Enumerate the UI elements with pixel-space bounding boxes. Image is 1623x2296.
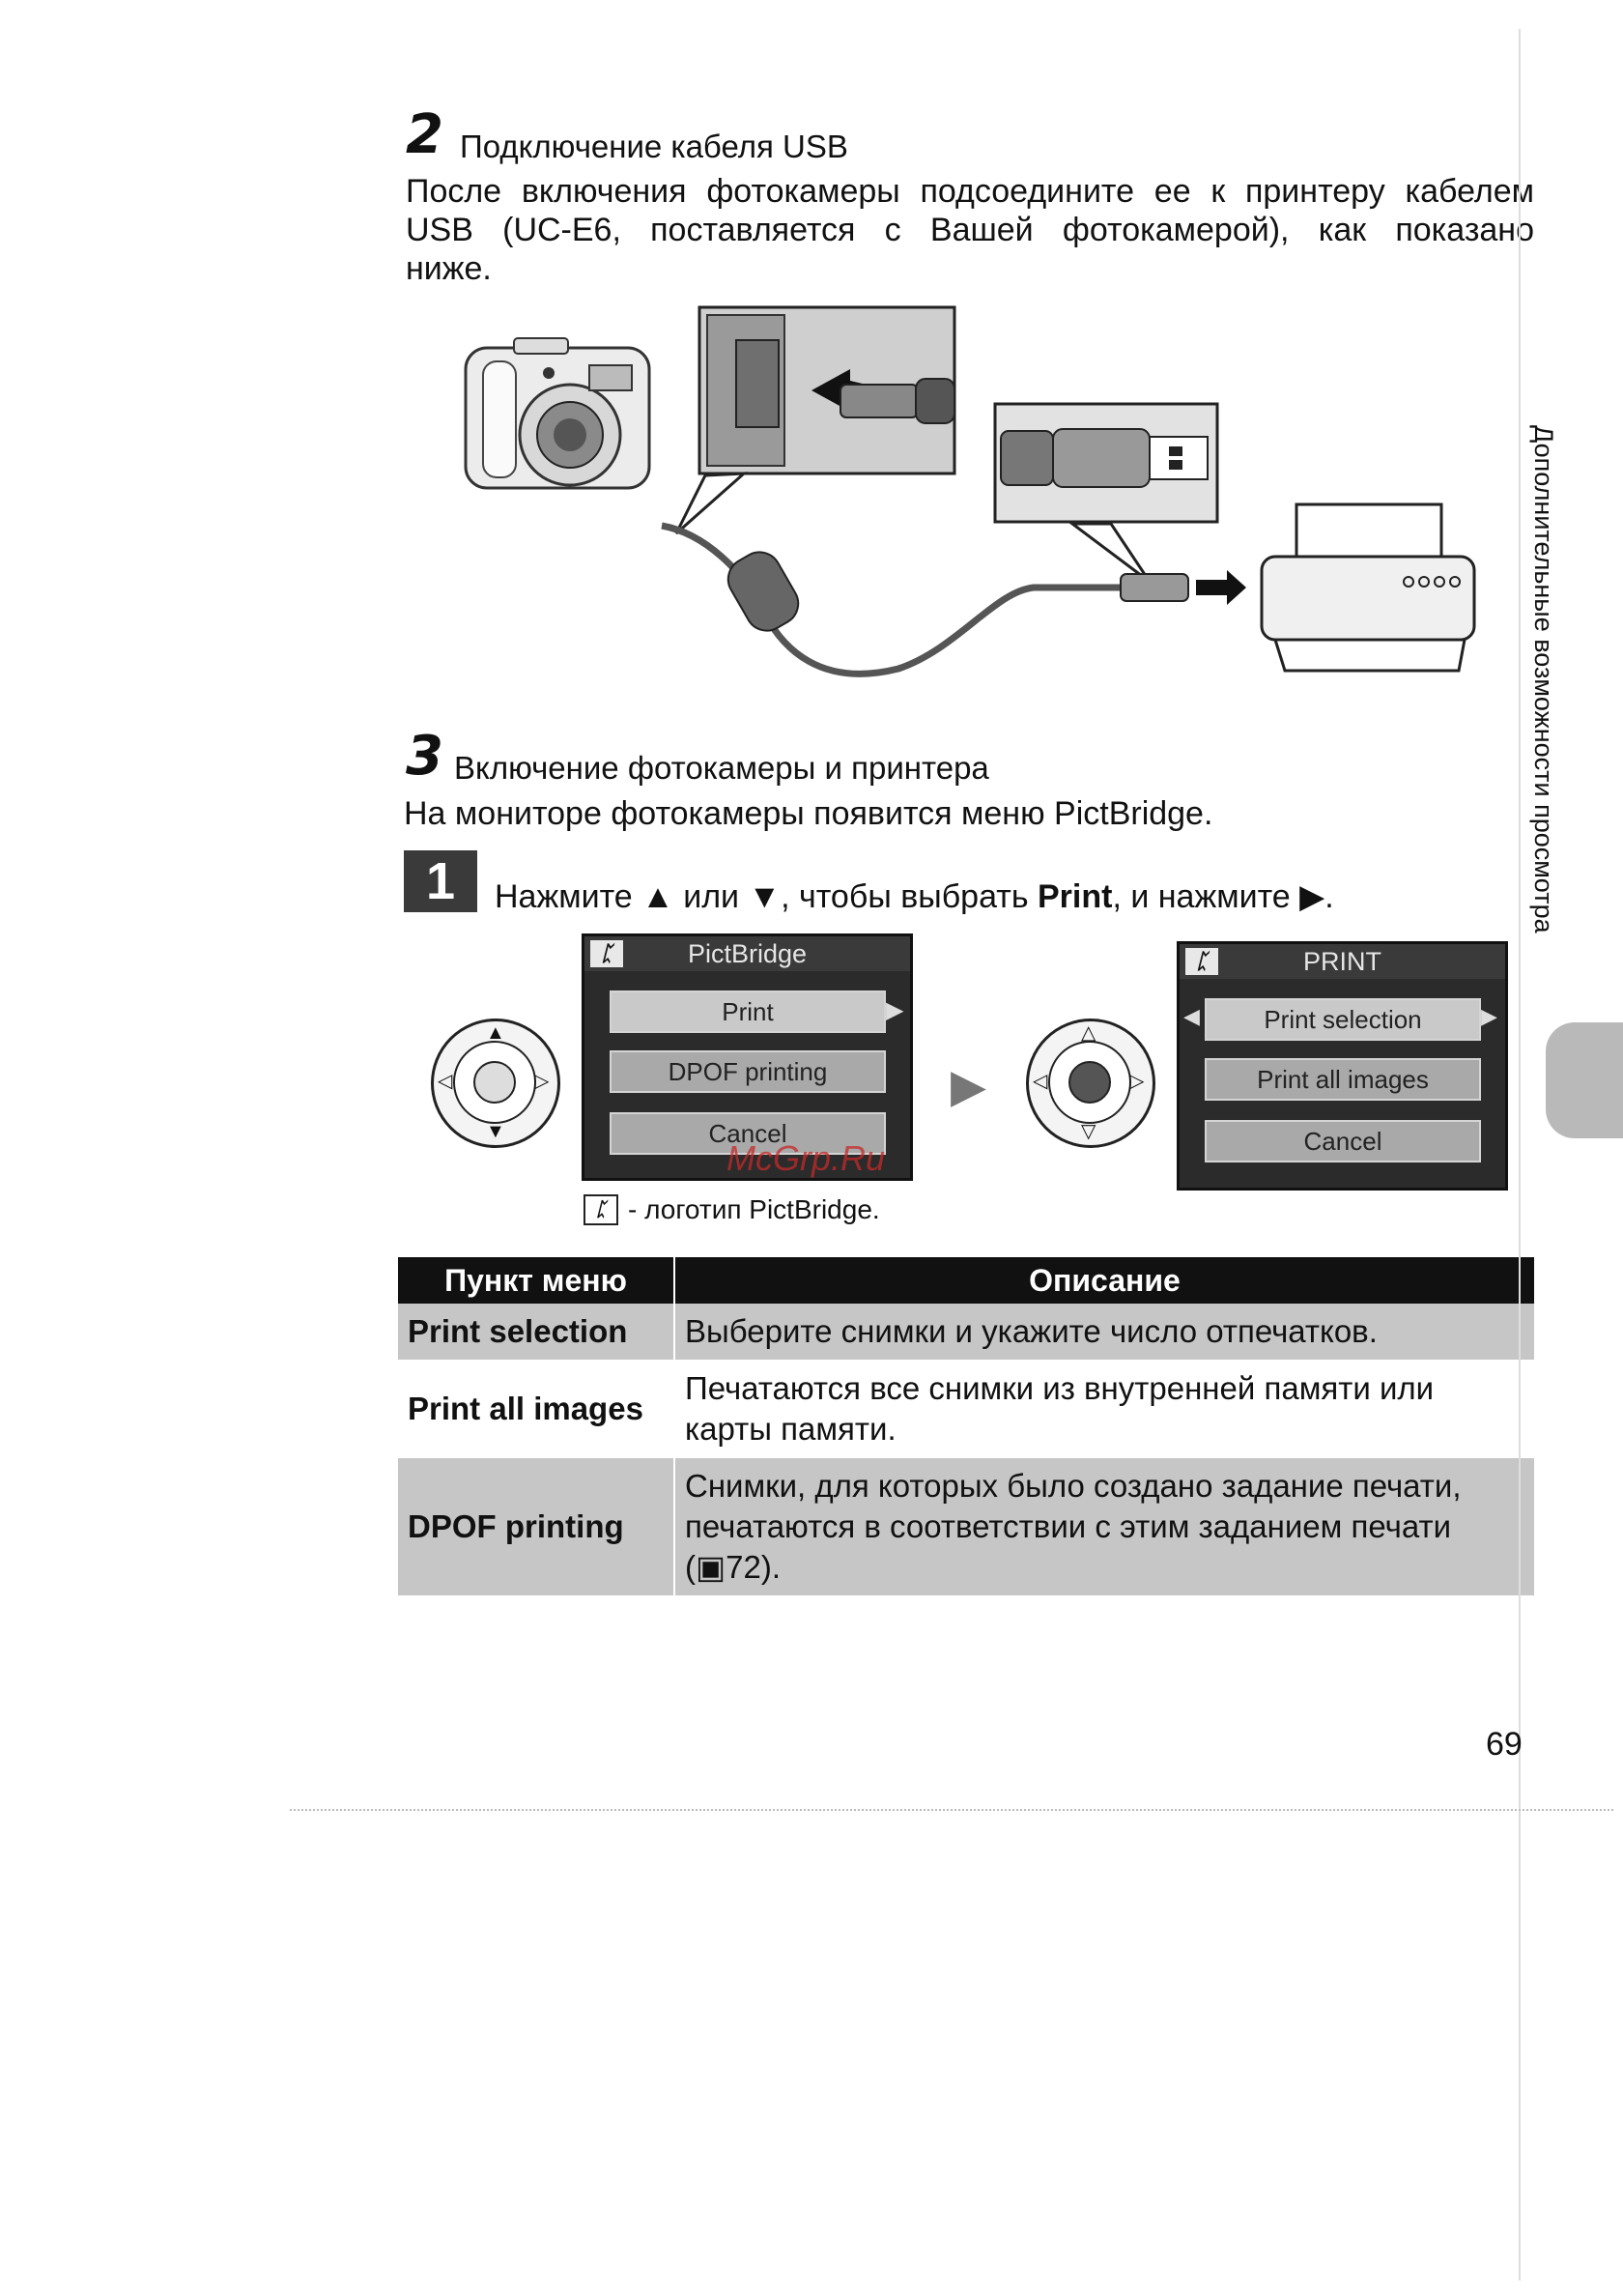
watermark: McGrp.Ru bbox=[726, 1138, 886, 1178]
menu-item-print-all-images[interactable]: Print all images bbox=[1205, 1058, 1481, 1101]
page-number: 69 bbox=[1486, 1726, 1523, 1763]
usb-plug-zoom bbox=[993, 402, 1219, 584]
table-header: Описание bbox=[674, 1257, 1534, 1304]
printer-illustration bbox=[1260, 502, 1476, 673]
table-row: Print all images Печатаются все снимки и… bbox=[398, 1360, 1534, 1458]
chevron-right-icon: ▶ bbox=[886, 997, 904, 1023]
menu-item-cancel[interactable]: Cancel bbox=[610, 1112, 886, 1155]
table-cell-desc: Снимки, для которых было создано задание… bbox=[674, 1458, 1534, 1595]
substep-instruction: Нажмите ▲ или ▼, чтобы выбрать Print, и … bbox=[495, 878, 1334, 915]
step-body-line: USB (UC-E6, поставляется с Вашей фотокам… bbox=[406, 212, 1534, 248]
chevron-right-icon: ▶ bbox=[1481, 1004, 1497, 1028]
table-cell-desc: Выберите снимки и укажите число отпечатк… bbox=[674, 1304, 1534, 1360]
step-title: Подключение кабеля USB bbox=[460, 129, 848, 164]
menu-item-print-selection[interactable]: Print selection bbox=[1205, 998, 1481, 1041]
table-row: Print selection Выберите снимки и укажит… bbox=[398, 1304, 1534, 1360]
side-tab-label: Дополнительные возможности просмотра bbox=[1529, 425, 1558, 933]
table-cell-item: DPOF printing bbox=[398, 1458, 675, 1595]
pictbridge-logo-icon: ᛈ bbox=[590, 940, 623, 967]
menu-description-table: Пункт меню Описание Print selection Выбе… bbox=[398, 1257, 1534, 1595]
page-bottom-rule bbox=[290, 1809, 1613, 1812]
page-edge-line bbox=[1519, 29, 1521, 2281]
step-body-line: ниже. bbox=[406, 250, 492, 287]
arrow-right-icon: ▶ bbox=[951, 1061, 986, 1112]
menu-item-cancel[interactable]: Cancel bbox=[1205, 1120, 1481, 1162]
table-header: Пункт меню bbox=[398, 1257, 675, 1304]
print-menu-screen: PRINT ᛈ ◀ Print selection ▶ Print all im… bbox=[1177, 941, 1508, 1191]
step-body-line: После включения фотокамеры подсоедините … bbox=[406, 173, 1534, 210]
table-row: DPOF printing Снимки, для которых было с… bbox=[398, 1458, 1534, 1595]
side-tab: Дополнительные возможности просмотра bbox=[1529, 425, 1587, 1005]
menu-item-dpof-printing[interactable]: DPOF printing bbox=[610, 1050, 886, 1093]
table-cell-desc: Печатаются все снимки из внутренней памя… bbox=[685, 1370, 1435, 1447]
chevron-left-icon: ◀ bbox=[1183, 1004, 1200, 1028]
logo-caption: - логотип PictBridge. bbox=[628, 1194, 880, 1224]
table-cell-item: Print all images bbox=[398, 1360, 675, 1458]
table-cell-item: Print selection bbox=[398, 1304, 675, 1360]
step-title: Включение фотокамеры и принтера bbox=[454, 750, 989, 786]
pictbridge-menu-screen: PictBridge ᛈ Print ▶ DPOF printing Cance… bbox=[582, 933, 913, 1181]
substep-badge: 1 bbox=[404, 850, 477, 912]
step-number: 3 bbox=[406, 725, 443, 788]
menu-item-print[interactable]: Print bbox=[610, 990, 886, 1033]
pictbridge-logo-icon: ᛈ bbox=[584, 1194, 618, 1225]
multi-selector-up-down: ▲▼ ◁▷ bbox=[431, 1019, 560, 1148]
step-number: 2 bbox=[406, 103, 443, 166]
camera-port-zoom bbox=[674, 305, 956, 535]
camera-illustration bbox=[464, 337, 651, 490]
screen-title: PRINT bbox=[1180, 944, 1505, 979]
step-body: На мониторе фотокамеры появится меню Pic… bbox=[404, 795, 1213, 832]
side-tab-marker bbox=[1546, 1022, 1623, 1138]
screen-title: PictBridge bbox=[584, 936, 910, 971]
multi-selector-ok: △▽ ◁▷ bbox=[1026, 1019, 1155, 1148]
usb-connection-illustration bbox=[464, 305, 1476, 677]
pictbridge-logo-icon: ᛈ bbox=[1185, 948, 1218, 975]
